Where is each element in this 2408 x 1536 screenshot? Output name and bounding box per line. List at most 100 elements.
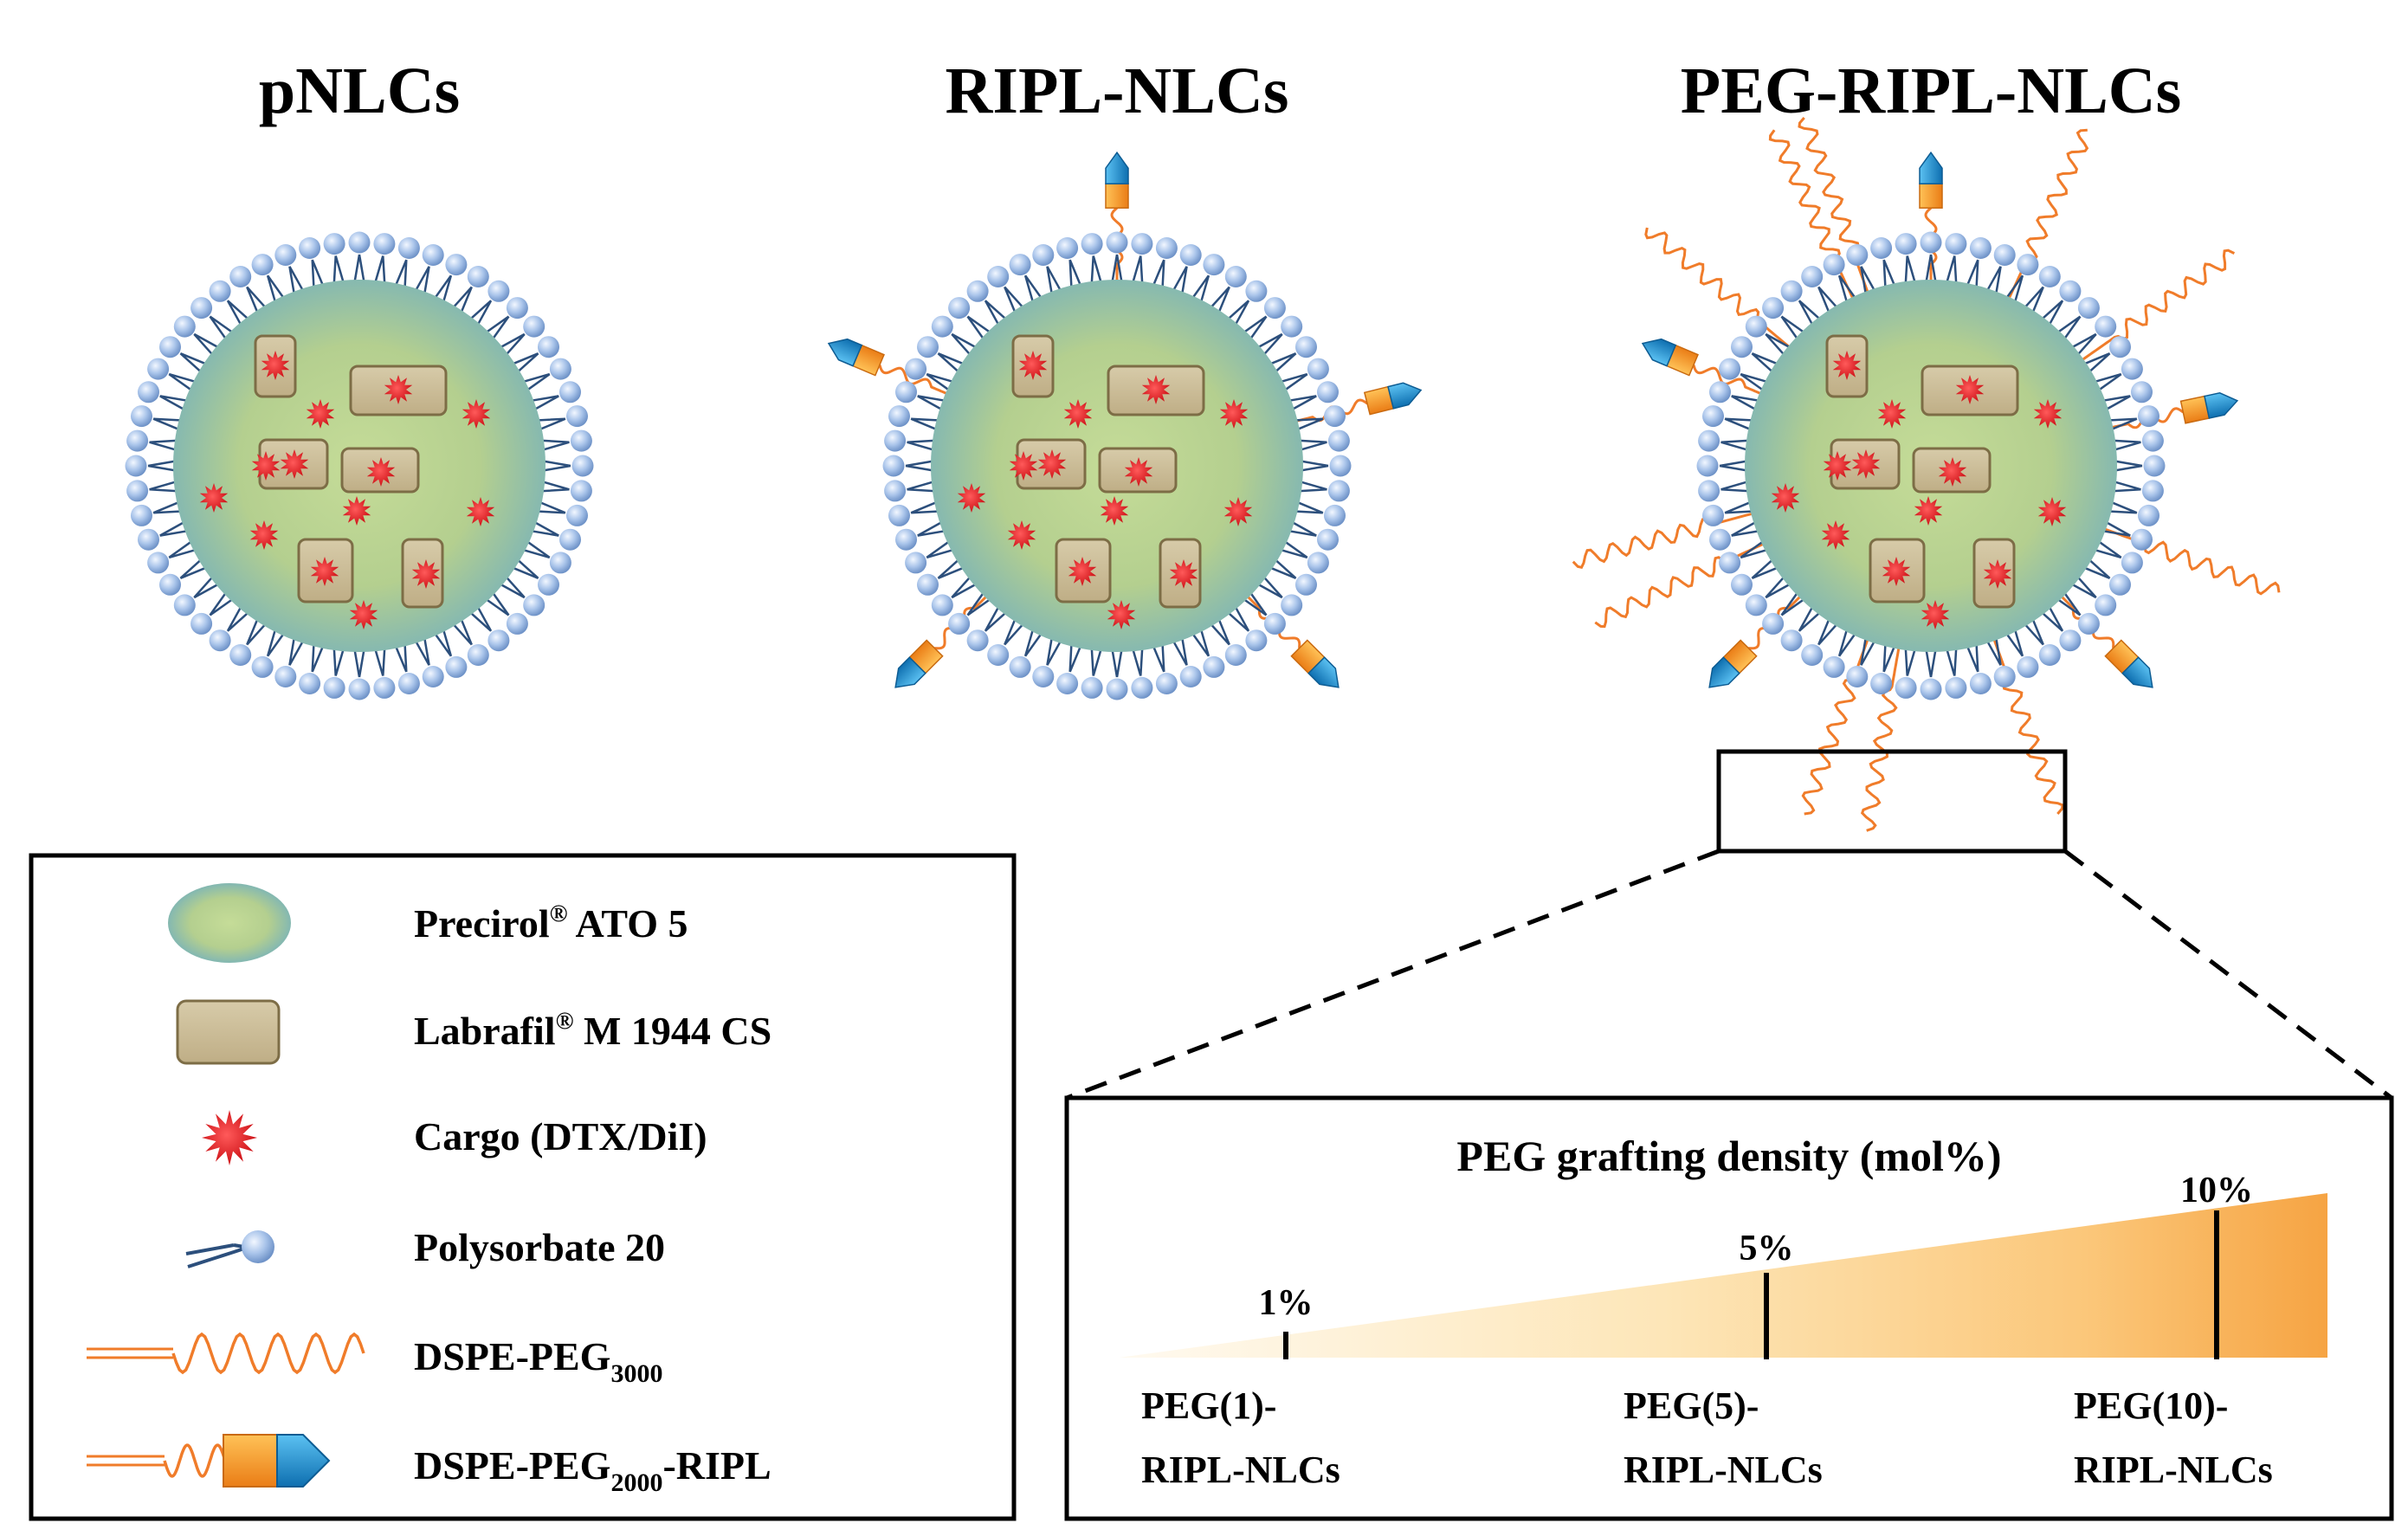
cargo <box>342 496 371 526</box>
svg-text:DSPE-PEG3000: DSPE-PEG3000 <box>414 1334 662 1388</box>
surfactant-head <box>1056 237 1079 259</box>
density-level-1: 1% PEG(1)- RIPL-NLCs <box>1141 1283 1340 1491</box>
surfactant-head <box>1895 676 1917 699</box>
surfactant-head <box>905 552 927 574</box>
surfactant-head <box>422 244 444 266</box>
cargo <box>349 600 378 629</box>
surfactant-head <box>571 455 594 477</box>
surfactant-head <box>229 644 252 666</box>
legend-label-polysorbate: Polysorbate 20 <box>414 1225 665 1269</box>
peg-chain <box>1572 508 1766 570</box>
peg-chain <box>2070 248 2236 369</box>
cargo <box>1107 600 1136 629</box>
surfactant-head <box>506 612 528 635</box>
surfactant-head <box>1106 231 1128 254</box>
surfactant-head <box>397 237 420 259</box>
surfactant-head <box>173 594 196 616</box>
density-label-10-line2: RIPL-NLCs <box>2074 1449 2273 1491</box>
surfactant-head <box>549 552 571 574</box>
zoom-dash-right <box>2063 849 2393 1100</box>
surfactant-head <box>538 336 559 358</box>
surfactant-head <box>1762 612 1785 635</box>
surfactant-head <box>2141 429 2164 452</box>
surfactant-head <box>1224 266 1247 287</box>
surfactant-head <box>131 405 152 428</box>
cargo <box>1007 520 1036 550</box>
surfactant-head <box>884 429 907 452</box>
surfactant-head <box>190 612 213 635</box>
surfactant-head <box>1745 594 1767 616</box>
density-level-10: 10% PEG(10)- RIPL-NLCs <box>2074 1171 2273 1491</box>
surfactant-head <box>2038 266 2061 287</box>
surfactant-head <box>125 455 147 477</box>
surfactant-head <box>1081 233 1103 255</box>
surfactant-head <box>2059 629 2082 652</box>
peg-chain <box>2002 128 2089 312</box>
title-peg-ripl-nlcs: PEG-RIPL-NLCs <box>1681 55 2181 127</box>
legend-item-dspe-peg-ripl: DSPE-PEG2000-RIPL <box>87 1434 771 1497</box>
surfactant-head <box>966 280 989 302</box>
surfactant-head <box>138 381 159 403</box>
legend: Precirol® ATO 5 Labrafil® M 1944 CS Carg… <box>29 853 1017 1521</box>
ripl-peptide <box>1708 639 1758 688</box>
surfactant-head <box>1224 644 1247 666</box>
peg-chain <box>1860 634 1903 832</box>
cargo-swatch-icon <box>202 1110 257 1165</box>
cargo <box>957 483 986 513</box>
surfactant-head <box>373 233 396 255</box>
surfactant-head <box>445 655 468 678</box>
surfactant-head <box>1307 552 1329 574</box>
surfactant-head <box>1823 655 1845 678</box>
particle-peg-ripl-nlcs <box>1572 117 2281 832</box>
cargo <box>1063 399 1093 429</box>
precirol-swatch-icon <box>168 883 291 963</box>
surfactant-head <box>173 315 196 338</box>
peg-chain <box>1798 117 1874 306</box>
surfactant-head <box>2131 381 2153 403</box>
polysorbate-swatch-icon <box>185 1230 274 1268</box>
surfactant-head <box>1698 429 1720 452</box>
svg-text:Labrafil® M 1944 CS: Labrafil® M 1944 CS <box>414 1008 771 1053</box>
ripl-wave <box>163 1443 227 1478</box>
surfactant-head <box>1307 358 1329 380</box>
surfactant-head <box>1179 244 1202 266</box>
surfactant-head <box>559 381 581 403</box>
surfactant-head <box>1969 237 1992 259</box>
density-label-10-line1: PEG(10)- <box>2074 1384 2228 1427</box>
surfactant-head <box>1702 405 1724 428</box>
surfactant-head <box>1702 504 1724 526</box>
surfactant-head <box>1056 673 1079 694</box>
surfactant-head <box>523 594 546 616</box>
surfactant-head <box>1009 655 1031 678</box>
surfactant-head <box>2059 280 2082 302</box>
surfactant-head <box>506 297 528 319</box>
surfactant-head <box>1762 297 1785 319</box>
surfactant-head <box>1920 231 1942 254</box>
dspe-peg-ripl-swatch-icon <box>87 1434 331 1488</box>
density-label-1-line1: PEG(1)- <box>1141 1384 1276 1427</box>
ripl-peptide <box>2104 639 2153 688</box>
surfactant-head <box>126 429 149 452</box>
peg-chain <box>1594 537 1777 629</box>
surfactant-head <box>131 504 152 526</box>
cargo <box>1921 600 1950 629</box>
surfactant-head <box>1801 644 1824 666</box>
surfactant-head <box>1106 678 1128 700</box>
surfactant-head <box>566 405 588 428</box>
peg-chain <box>1768 129 1860 312</box>
peg-chain <box>2091 523 2281 596</box>
cargo <box>280 449 309 479</box>
surfactant-head <box>1327 429 1350 452</box>
ripl-peptide <box>1641 338 1699 377</box>
surfactant-head <box>987 266 1010 287</box>
cargo <box>366 457 396 487</box>
surfactant-head <box>1846 666 1869 687</box>
cargo <box>462 399 491 429</box>
surfactant-head <box>147 552 170 574</box>
surfactant-head <box>2138 405 2159 428</box>
surfactant-head <box>1709 528 1731 551</box>
cargo <box>1141 375 1171 404</box>
surfactant-head <box>895 381 917 403</box>
surfactant-head <box>895 528 917 551</box>
density-pct-10: 10% <box>2180 1171 2253 1210</box>
